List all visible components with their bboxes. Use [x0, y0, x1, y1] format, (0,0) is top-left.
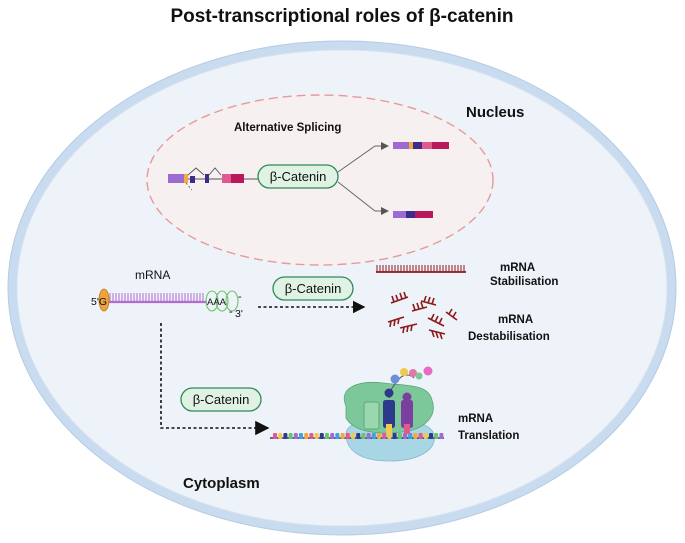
codon-bead	[408, 433, 413, 439]
degraded-mrna-fragments	[387, 291, 458, 340]
nascent-peptide-icon	[384, 366, 433, 402]
codon-beads	[273, 433, 444, 439]
isoform-2	[393, 211, 433, 218]
codon-bead	[397, 433, 402, 439]
codon-bead	[319, 433, 324, 439]
codon-bead	[439, 433, 444, 439]
codon-bead	[361, 433, 366, 439]
5prime-cap-icon	[98, 288, 110, 312]
stabilised-mrna	[376, 265, 466, 273]
codon-bead	[356, 433, 361, 439]
tail-dash-lower: -	[229, 306, 233, 318]
codon-bead	[304, 433, 309, 439]
codon-bead	[403, 433, 407, 439]
mrna-nucleotides	[109, 293, 204, 302]
tail-dash-upper: -	[238, 291, 242, 303]
translation-arrow	[160, 323, 270, 436]
codon-bead	[314, 433, 319, 439]
polya-tail-icon	[205, 290, 239, 312]
pre-mrna	[168, 167, 258, 191]
codon-bead	[377, 433, 381, 439]
codon-bead	[309, 433, 314, 439]
diagram-title: Post-transcriptional roles of β-catenin	[170, 6, 513, 27]
translation-label-line2: Translation	[458, 430, 519, 442]
five-prime-label: 5'G	[91, 296, 107, 308]
codon-bead	[382, 433, 387, 439]
codon-bead	[345, 433, 350, 439]
translating-mrna	[270, 433, 444, 439]
codon-bead	[413, 433, 418, 439]
three-prime-label: 3'	[235, 308, 243, 320]
destabilisation-label-line1: mRNA	[498, 314, 533, 326]
nucleus-label: Nucleus	[466, 104, 524, 121]
codon-bead	[392, 433, 397, 439]
cytoplasm-label: Cytoplasm	[183, 475, 260, 492]
codon-bead	[325, 433, 329, 439]
translation-beta-catenin-label: β-Catenin	[193, 392, 250, 407]
nuclear-beta-catenin-pill	[257, 164, 339, 189]
codon-bead	[288, 433, 293, 439]
codon-bead	[273, 433, 277, 439]
stabilisation-label-line1: mRNA	[500, 262, 535, 274]
codon-bead	[299, 433, 303, 439]
translation-beta-catenin-pill	[180, 387, 262, 412]
codon-bead	[387, 433, 392, 439]
translation-label-line1: mRNA	[458, 413, 493, 425]
destabilisation-label-line2: Destabilisation	[468, 331, 550, 343]
splice-arrow-lower	[337, 181, 389, 215]
codon-bead	[283, 433, 288, 439]
mrna-molecule	[98, 288, 239, 312]
alternative-splicing-label: Alternative Splicing	[234, 122, 341, 134]
codon-bead	[330, 433, 335, 439]
codon-bead	[429, 433, 433, 439]
nuclear-beta-catenin-label: β-Catenin	[270, 169, 327, 184]
codon-bead	[371, 433, 376, 439]
polya-label: AAA	[207, 297, 227, 308]
cytoplasmic-beta-catenin-pill	[272, 276, 354, 301]
cytoplasmic-beta-catenin-label: β-Catenin	[285, 281, 342, 296]
codon-bead	[423, 433, 428, 439]
codon-bead	[335, 433, 340, 439]
isoform-1	[393, 142, 449, 149]
codon-bead	[351, 433, 355, 439]
mrna-label: mRNA	[135, 268, 170, 282]
splice-arrow-upper	[337, 142, 389, 173]
codon-bead	[340, 433, 345, 439]
codon-bead	[278, 433, 283, 439]
trna-icon	[383, 400, 413, 434]
stabilisation-label-line2: Stabilisation	[490, 276, 558, 288]
codon-bead	[418, 433, 423, 439]
stabilised-mrna-nucleotides	[376, 265, 465, 272]
codon-bead	[293, 433, 298, 439]
codon-bead	[434, 433, 439, 439]
codon-bead	[366, 433, 371, 439]
